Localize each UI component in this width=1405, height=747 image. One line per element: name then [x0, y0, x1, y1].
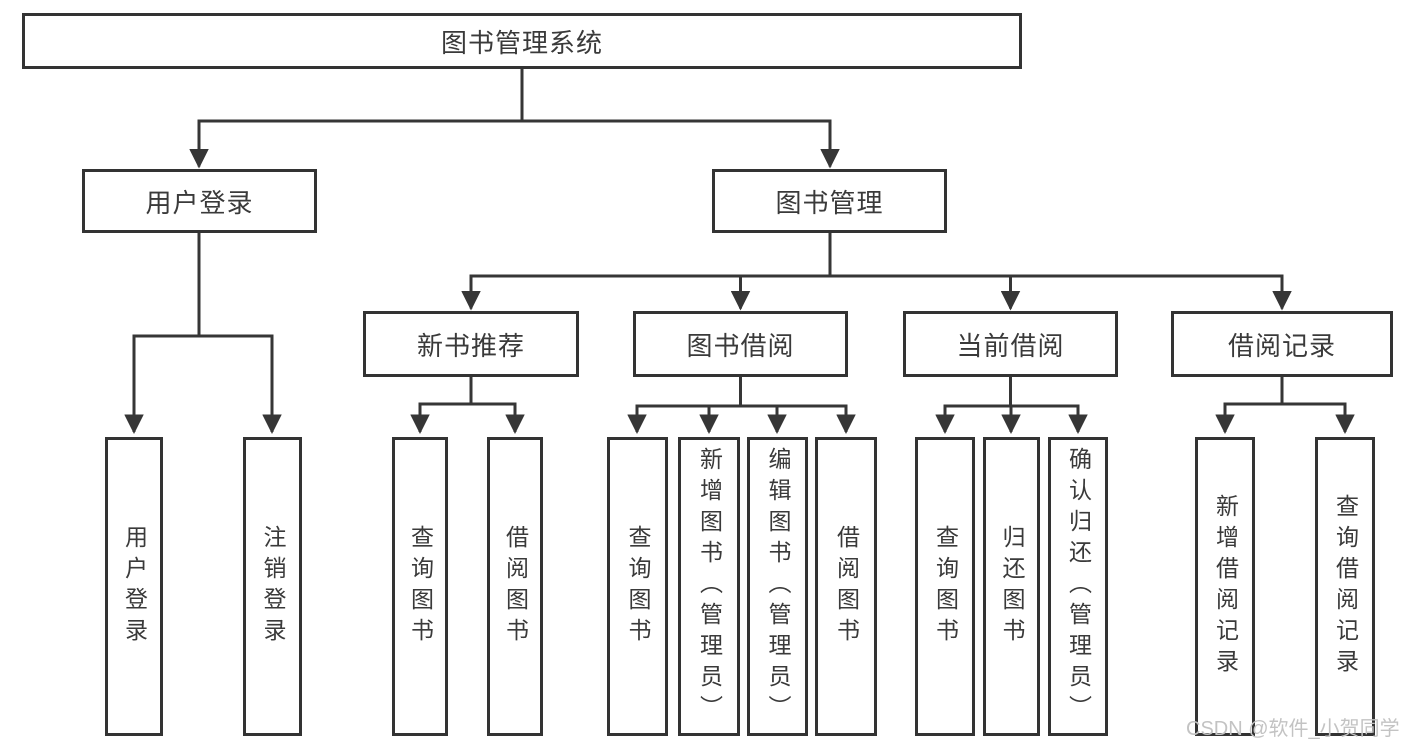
node-leaf-logout: 注销登录: [243, 437, 302, 736]
node-leaf-borrow-books-recommend: 借阅图书: [487, 437, 543, 736]
node-leaf-add-book-admin: 新增图书（管理员）: [678, 437, 740, 736]
node-leaf-query-books-current: 查询图书: [915, 437, 975, 736]
node-leaf-add-book-admin-label: 新增图书（管理员）: [696, 447, 723, 726]
node-root: 图书管理系统: [22, 13, 1022, 69]
node-leaf-query-books-recommend: 查询图书: [392, 437, 448, 736]
node-book-management: 图书管理: [712, 169, 947, 233]
node-leaf-query-books-borrowing-label: 查询图书: [625, 524, 651, 649]
node-borrowing-records: 借阅记录: [1171, 311, 1393, 377]
node-borrowing-records-label: 借阅记录: [1227, 330, 1336, 361]
node-leaf-edit-book-admin: 编辑图书（管理员）: [747, 437, 808, 736]
node-new-book-recommendation-label: 新书推荐: [416, 330, 525, 361]
watermark: CSDN @软件_小贺同学: [1186, 718, 1400, 740]
node-book-borrowing: 图书借阅: [633, 311, 848, 377]
node-leaf-edit-book-admin-label: 编辑图书（管理员）: [765, 447, 791, 726]
node-user-login: 用户登录: [82, 169, 317, 233]
node-leaf-user-login: 用户登录: [105, 437, 163, 736]
node-leaf-query-books-recommend-label: 查询图书: [407, 524, 434, 649]
node-current-borrowing-label: 当前借阅: [956, 330, 1065, 361]
node-leaf-query-books-current-label: 查询图书: [932, 524, 959, 649]
node-leaf-query-borrow-record-label: 查询借阅记录: [1332, 493, 1359, 680]
node-book-management-label: 图书管理: [775, 187, 884, 218]
node-leaf-borrow-books-borrowing: 借阅图书: [815, 437, 877, 736]
node-leaf-query-books-borrowing: 查询图书: [607, 437, 668, 736]
node-current-borrowing: 当前借阅: [903, 311, 1118, 377]
node-leaf-borrow-books-recommend-label: 借阅图书: [502, 524, 529, 649]
node-leaf-logout-label: 注销登录: [260, 524, 286, 649]
node-new-book-recommendation: 新书推荐: [363, 311, 579, 377]
node-leaf-return-book-label: 归还图书: [999, 524, 1025, 649]
node-user-login-label: 用户登录: [145, 187, 254, 218]
node-root-label: 图书管理系统: [440, 27, 603, 58]
node-leaf-add-borrow-record: 新增借阅记录: [1195, 437, 1255, 736]
node-leaf-user-login-label: 用户登录: [121, 524, 148, 649]
node-leaf-return-book: 归还图书: [983, 437, 1040, 736]
node-leaf-confirm-return-admin-label: 确认归还（管理员）: [1065, 447, 1092, 726]
node-leaf-add-borrow-record-label: 新增借阅记录: [1212, 493, 1239, 680]
node-book-borrowing-label: 图书借阅: [686, 330, 795, 361]
node-leaf-borrow-books-borrowing-label: 借阅图书: [833, 524, 860, 649]
node-leaf-confirm-return-admin: 确认归还（管理员）: [1048, 437, 1108, 736]
node-leaf-query-borrow-record: 查询借阅记录: [1315, 437, 1375, 736]
